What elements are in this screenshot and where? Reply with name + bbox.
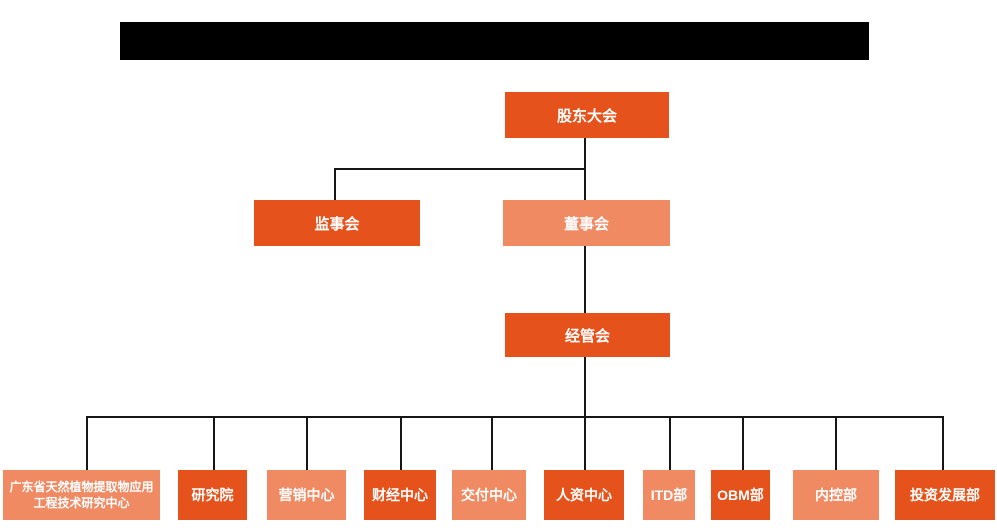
connector-drop-7	[669, 417, 671, 470]
connector-drop-6	[584, 417, 586, 470]
org-node-itd-dept: ITD部	[643, 470, 695, 520]
org-node-label: 人资中心	[556, 487, 612, 503]
org-node-label: 交付中心	[461, 487, 517, 503]
connector-drop-2	[213, 417, 215, 470]
connector-board-to-management	[584, 246, 586, 314]
connector-branch-horizontal	[334, 168, 586, 170]
org-node-management-committee: 经管会	[505, 313, 670, 357]
org-node-label: 投资发展部	[910, 487, 980, 503]
org-node-label: OBM部	[717, 487, 764, 503]
org-node-shareholders-meeting: 股东大会	[505, 92, 669, 138]
org-node-label: 研究院	[191, 487, 234, 503]
org-node-gd-plant-extract-research-center: 广东省天然植物提取物应用工程技术研究中心	[3, 470, 160, 520]
org-node-research-institute: 研究院	[178, 470, 247, 520]
org-node-label: ITD部	[650, 487, 688, 503]
redacted-title-bar	[120, 22, 869, 60]
connector-drop-3	[306, 417, 308, 470]
org-node-investment-development-dept: 投资发展部	[895, 470, 995, 520]
org-node-supervisory-board: 监事会	[254, 200, 420, 246]
org-node-label: 财经中心	[372, 487, 428, 503]
connector-management-down	[584, 357, 586, 418]
org-node-label: 董事会	[563, 215, 609, 233]
connector-drop-10	[942, 417, 944, 470]
connector-supervisory-drop	[334, 168, 336, 201]
org-node-hr-center: 人资中心	[544, 470, 624, 520]
org-node-internal-control-dept: 内控部	[793, 470, 879, 520]
org-node-label: 经管会	[564, 327, 610, 345]
connector-drop-5	[491, 417, 493, 470]
connector-drop-1	[86, 417, 88, 470]
org-node-obm-dept: OBM部	[711, 470, 770, 520]
org-node-marketing-center: 营销中心	[267, 470, 346, 520]
connector-drop-4	[400, 417, 402, 470]
org-node-label: 内控部	[815, 487, 857, 503]
connector-distributor-horizontal	[86, 416, 944, 418]
org-node-label: 广东省天然植物提取物应用工程技术研究中心	[9, 479, 154, 510]
org-node-label: 监事会	[314, 215, 360, 233]
org-node-label: 营销中心	[278, 487, 335, 503]
connector-drop-9	[835, 417, 837, 470]
connector-drop-8	[742, 417, 744, 470]
org-node-finance-center: 财经中心	[364, 470, 436, 520]
org-node-label: 股东大会	[556, 107, 617, 125]
org-node-board-of-directors: 董事会	[503, 200, 670, 246]
org-node-delivery-center: 交付中心	[452, 470, 526, 520]
